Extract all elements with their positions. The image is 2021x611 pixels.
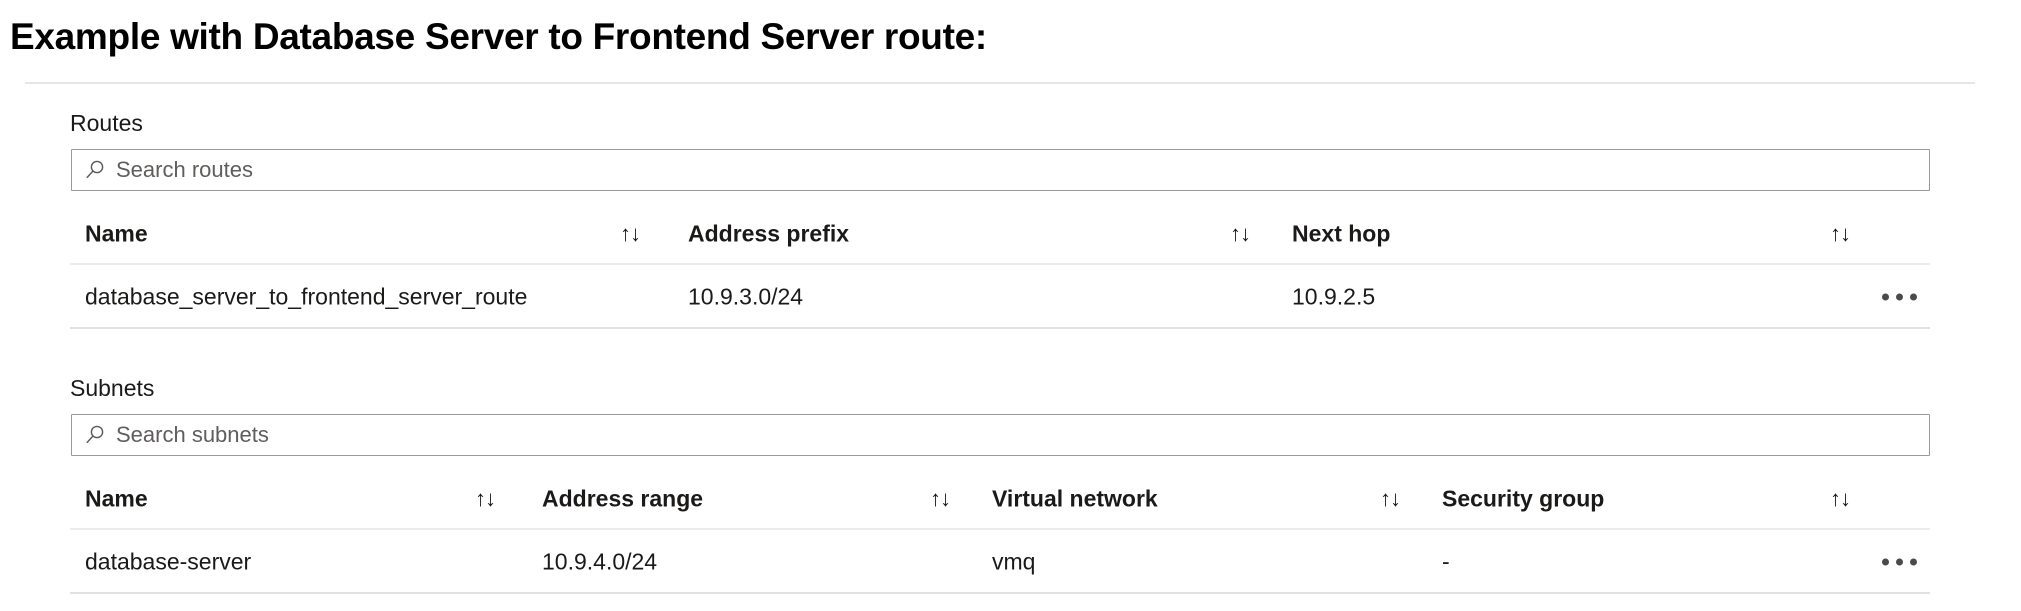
routes-col-next-hop[interactable]: Next hop <box>1292 220 1391 247</box>
routes-section-label: Routes <box>70 110 143 136</box>
subnets-col-security-group[interactable]: Security group <box>1442 485 1605 512</box>
subnets-table: Name ↑↓ Address range ↑↓ Virtual network… <box>70 468 1930 594</box>
subnets-col-name[interactable]: Name <box>85 485 148 512</box>
subnets-cell-security-group: - <box>1442 548 1450 575</box>
subnets-sort-address-range-icon[interactable]: ↑↓ <box>930 486 951 511</box>
routes-col-address-prefix[interactable]: Address prefix <box>688 220 850 247</box>
subnets-table-row[interactable]: database-server 10.9.4.0/24 vmq - <box>70 530 1930 594</box>
search-icon <box>86 160 104 179</box>
subnets-cell-name: database-server <box>85 548 252 575</box>
subnets-header-divider <box>70 528 1930 530</box>
subnets-cell-virtual-network: vmq <box>992 548 1036 575</box>
search-routes-input[interactable]: Search routes <box>71 149 1930 191</box>
page-title: Example with Database Server to Frontend… <box>10 16 987 57</box>
ellipsis-dot <box>1882 293 1889 301</box>
subnets-cell-address-range: 10.9.4.0/24 <box>542 548 658 575</box>
subnets-table-header-row: Name ↑↓ Address range ↑↓ Virtual network… <box>70 468 1930 530</box>
routes-header-divider <box>70 263 1930 265</box>
routes-row-divider <box>70 327 1930 329</box>
search-subnets-placeholder: Search subnets <box>116 422 269 447</box>
routes-cell-name: database_server_to_frontend_server_route <box>85 283 528 310</box>
ellipsis-dot <box>1896 558 1903 566</box>
routes-cell-address-prefix: 10.9.3.0/24 <box>688 283 804 310</box>
subnets-sort-virtual-network-icon[interactable]: ↑↓ <box>1380 486 1401 511</box>
ellipsis-dot <box>1882 558 1889 566</box>
subnets-sort-name-icon[interactable]: ↑↓ <box>475 486 496 511</box>
subnets-row-overflow-icon[interactable] <box>1882 558 1917 566</box>
routes-row-overflow-icon[interactable] <box>1882 293 1917 301</box>
ellipsis-dot <box>1896 293 1903 301</box>
routes-table-row[interactable]: database_server_to_frontend_server_route… <box>70 265 1930 329</box>
routes-sort-name-icon[interactable]: ↑↓ <box>620 221 641 246</box>
ellipsis-dot <box>1910 558 1917 566</box>
routes-cell-next-hop: 10.9.2.5 <box>1292 283 1376 310</box>
ellipsis-dot <box>1910 293 1917 301</box>
search-icon <box>86 425 104 444</box>
search-subnets-input[interactable]: Search subnets <box>71 414 1930 456</box>
routes-sort-address-prefix-icon[interactable]: ↑↓ <box>1230 221 1251 246</box>
subnets-sort-security-group-icon[interactable]: ↑↓ <box>1830 486 1851 511</box>
subnets-section-label: Subnets <box>70 375 155 401</box>
routes-table: Name ↑↓ Address prefix ↑↓ Next hop ↑↓ da… <box>70 203 1930 329</box>
routes-sort-next-hop-icon[interactable]: ↑↓ <box>1830 221 1851 246</box>
routes-table-header-row: Name ↑↓ Address prefix ↑↓ Next hop ↑↓ <box>70 203 1930 265</box>
search-routes-placeholder: Search routes <box>116 157 253 182</box>
title-divider <box>25 82 1975 84</box>
subnets-col-virtual-network[interactable]: Virtual network <box>992 485 1158 512</box>
subnets-row-divider <box>70 592 1930 594</box>
subnets-col-address-range[interactable]: Address range <box>542 485 704 512</box>
routes-col-name[interactable]: Name <box>85 220 148 247</box>
